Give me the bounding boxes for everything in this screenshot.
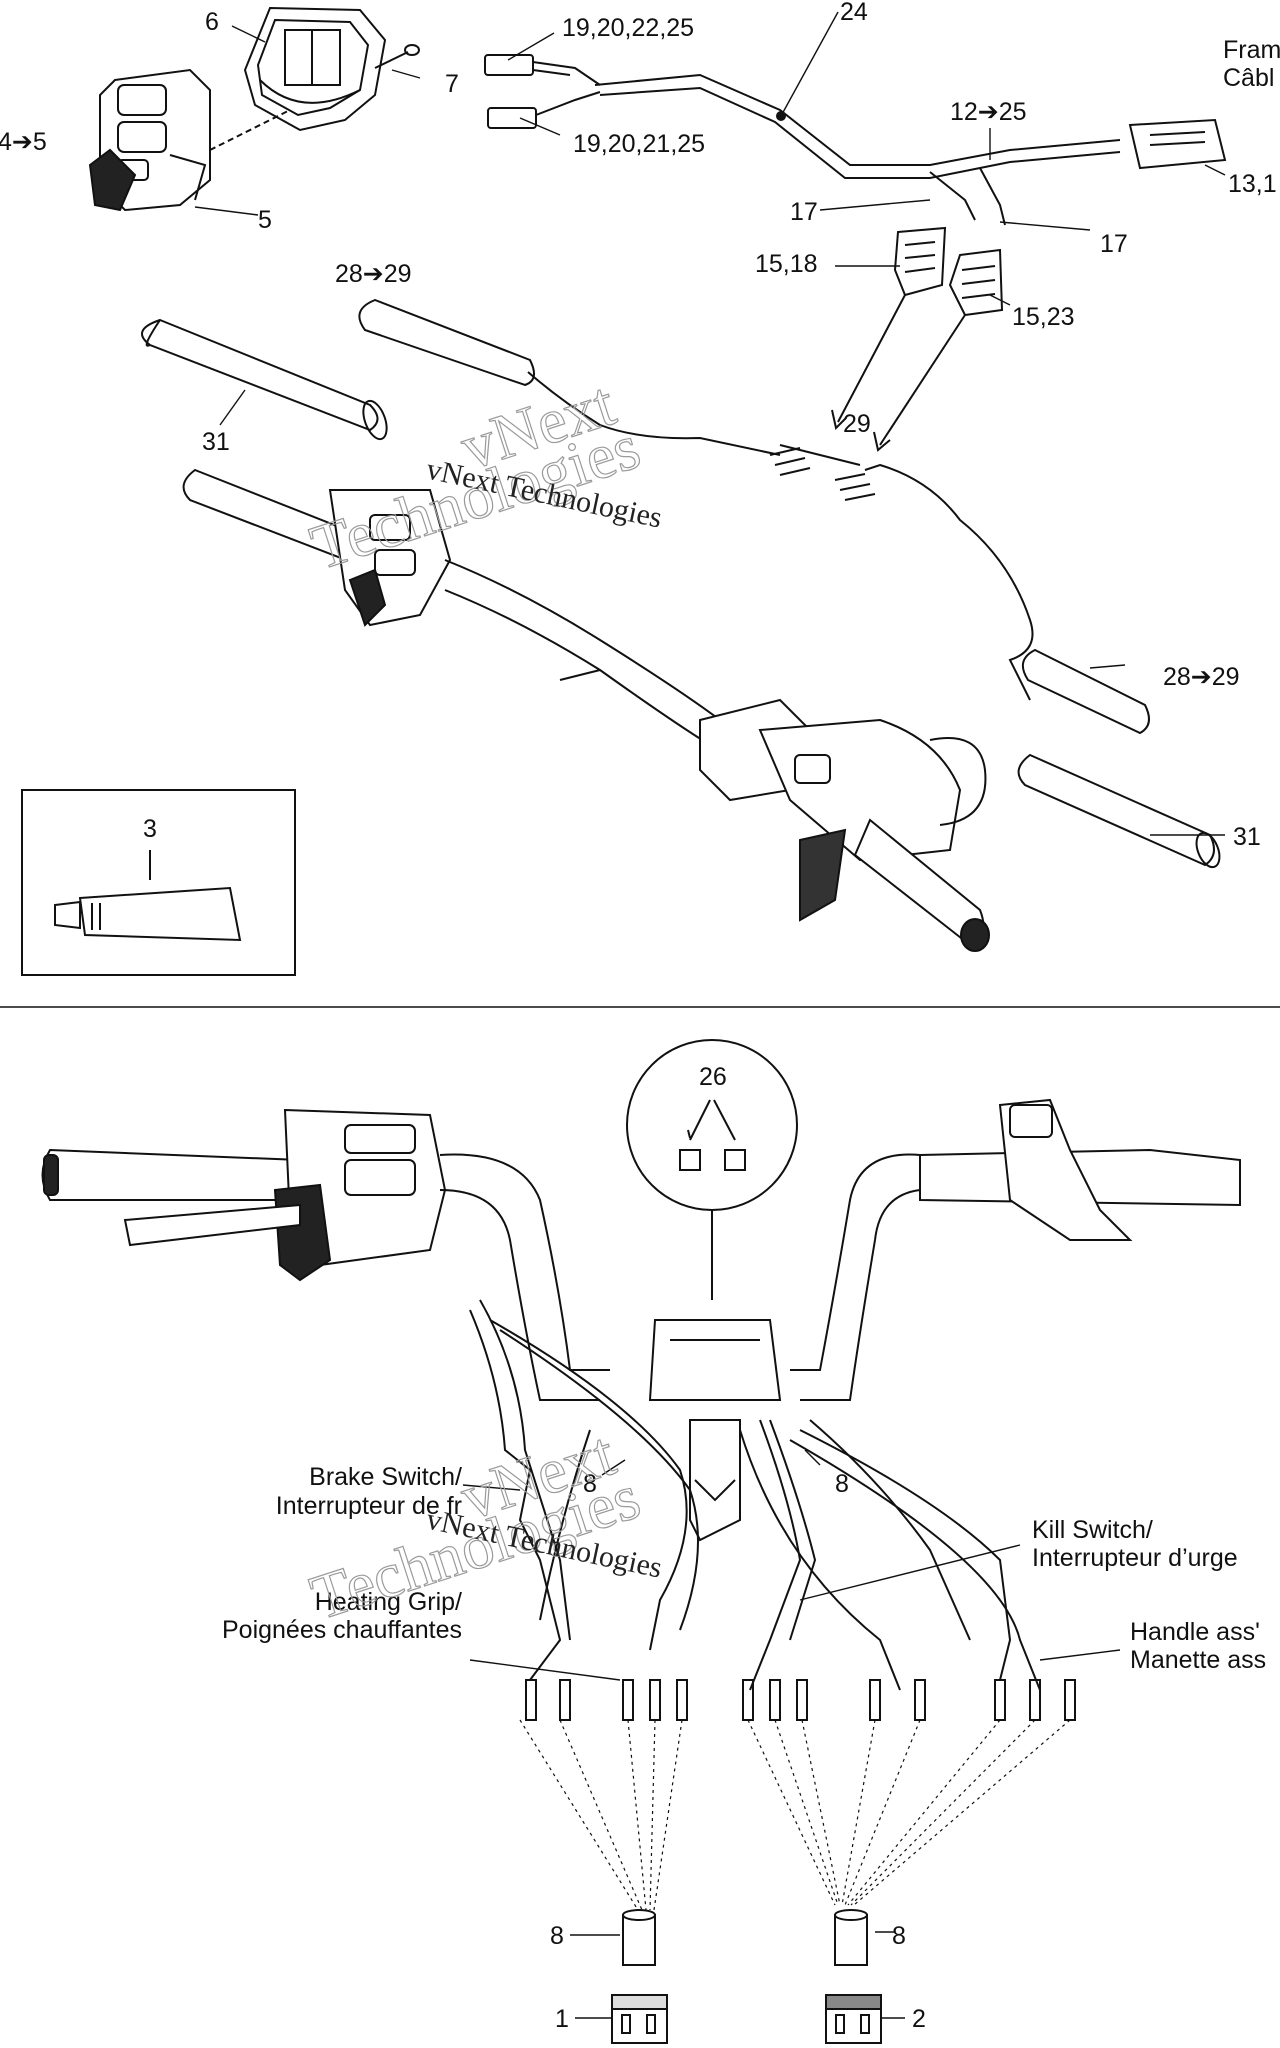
connector-15-23: [948, 248, 1004, 317]
label-1: 1: [555, 2005, 569, 2033]
label-31-left: 31: [202, 428, 230, 456]
label-handle-en: Handle ass': [1130, 1618, 1260, 1646]
label-heating-fr: Poignées chauffantes: [222, 1616, 462, 1644]
label-17a: 17: [790, 198, 818, 226]
grip-tube-left: [141, 318, 388, 441]
label-24: 24: [840, 0, 868, 26]
switch-module: [88, 68, 211, 212]
handlebar-assembly-bottom: [41, 1098, 1241, 1542]
label-17b: 17: [1100, 230, 1128, 258]
heating-element-right: [1021, 648, 1150, 735]
label-frame-en: Fram: [1223, 36, 1280, 64]
label-12-25: 12➔25: [950, 98, 1027, 126]
frame-connector: [1128, 118, 1227, 170]
label-19-20-22-25: 19,20,22,25: [562, 14, 694, 42]
label-brake-en: Brake Switch/: [309, 1463, 462, 1491]
connector-15-18: [893, 226, 947, 297]
connector-housing-8-right: [834, 1909, 868, 1966]
connector-housing-8-left: [622, 1909, 656, 1966]
label-28-29-right: 28➔29: [1163, 663, 1240, 691]
grip-tube-right: [1017, 753, 1221, 869]
label-2: 2: [912, 2005, 926, 2033]
heating-element-left: [358, 298, 861, 466]
label-26: 26: [699, 1063, 727, 1091]
pin-connectors: [769, 447, 1034, 701]
handlebar-assembly-top: [182, 468, 990, 952]
label-15-18: 15,18: [755, 250, 818, 278]
label-8-lower-left: 8: [550, 1922, 564, 1950]
terminal-pins: [525, 1679, 1076, 1721]
label-frame-fr: Câbl: [1223, 64, 1274, 92]
label-3: 3: [143, 815, 157, 843]
leader-lines: [194, 11, 1226, 2019]
screw: [374, 44, 420, 69]
label-29: 29: [843, 410, 871, 438]
wire-bundles: [469, 1299, 1041, 1691]
label-8-upper-left: 8: [583, 1470, 597, 1498]
label-8-lower-right: 8: [892, 1922, 906, 1950]
connector-1: [611, 1994, 668, 2044]
label-kill-en: Kill Switch/: [1032, 1516, 1153, 1544]
label-8-upper-right: 8: [835, 1470, 849, 1498]
label-7: 7: [445, 70, 459, 98]
label-13: 13,1: [1228, 170, 1277, 198]
harness-connector-lower: [487, 91, 601, 129]
label-kill-fr: Interrupteur d’urge: [1032, 1544, 1238, 1572]
label-brake-fr: Interrupteur de fr: [276, 1492, 462, 1520]
watermark-bottom: vNext Technologies vNext Technologies: [302, 1417, 665, 1634]
label-4-5: 4➔5: [0, 128, 47, 156]
label-5: 5: [258, 206, 272, 234]
label-6: 6: [205, 8, 219, 36]
label-heating-en: Heating Grip/: [315, 1588, 462, 1616]
clip-detail-circle: [626, 1039, 798, 1300]
switch-housing-cover: [243, 6, 387, 132]
harness-connector-upper: [484, 54, 601, 86]
lubricant-tube-box: [21, 789, 296, 976]
guide-lines: [519, 1719, 1071, 1911]
label-31-right: 31: [1233, 823, 1261, 851]
connector-2: [825, 1994, 882, 2044]
label-handle-fr: Manette ass: [1130, 1646, 1266, 1674]
label-28-29-left: 28➔29: [335, 260, 412, 288]
label-19-20-21-25: 19,20,21,25: [573, 130, 705, 158]
label-15-23: 15,23: [1012, 303, 1075, 331]
